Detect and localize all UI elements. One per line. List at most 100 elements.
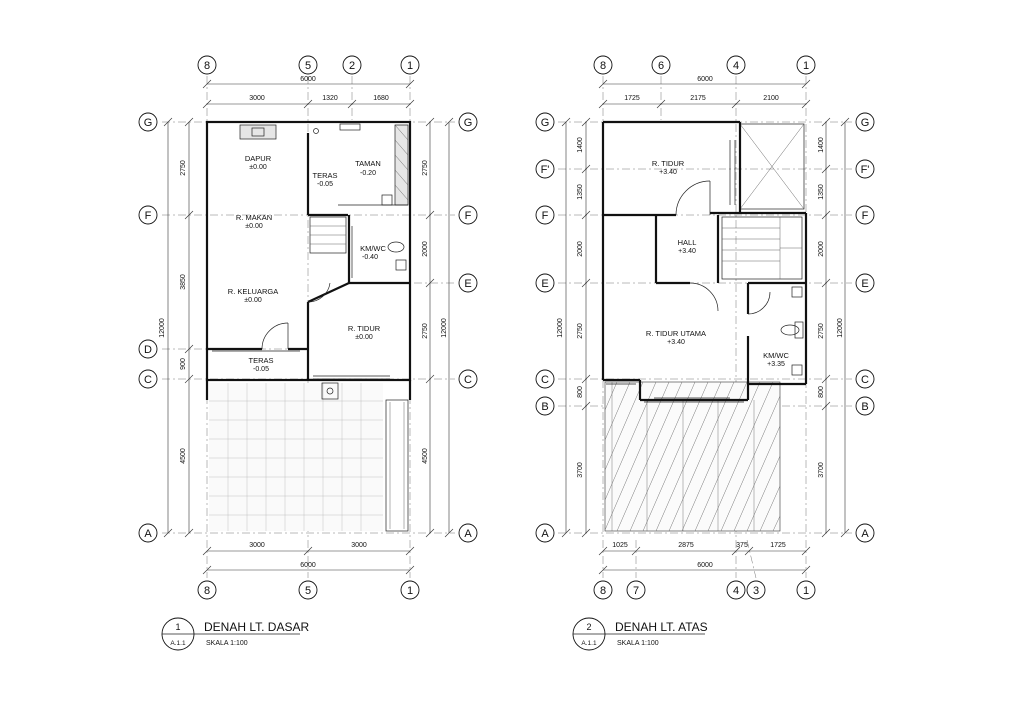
bottom-dim-2: 2875 (678, 542, 694, 549)
grid-axis-right-g: G (861, 117, 870, 129)
grid-axis-left-f-prime: F' (541, 164, 550, 176)
grid-axis-right-a: A (861, 528, 869, 540)
left-dim-2: 3850 (180, 274, 187, 290)
room-name-tidur: R. TIDUR (348, 324, 381, 333)
dimension-lines: 6000 3000 1320 1680 3000 3000 6000 2750 … (159, 76, 454, 575)
room-name-tidur: R. TIDUR (652, 159, 685, 168)
grid-axis-top-8: 8 (204, 60, 210, 72)
room-name-makan: R. MAKAN (236, 213, 272, 222)
room-name-dapur: DAPUR (245, 154, 272, 163)
plan-number: 2 (586, 622, 591, 632)
room-level-teras-front: -0.05 (253, 366, 269, 373)
grid-axis-bottom-3: 3 (753, 585, 759, 597)
right-total-dim: 12000 (441, 318, 448, 338)
grid-axis-top-4: 4 (733, 60, 739, 72)
grid-axis-left-f: F (542, 210, 549, 222)
plan-scale: SKALA 1:100 (617, 640, 659, 647)
grid-axis-right-f: F (862, 210, 869, 222)
grid-axis-top-8: 8 (600, 60, 606, 72)
left-dim-4: 4500 (180, 448, 187, 464)
grid-axis-top-1: 1 (803, 60, 809, 72)
left-total-dim: 12000 (159, 318, 166, 338)
top-dim-1: 3000 (249, 95, 265, 102)
grid-axis-right-c: C (464, 374, 472, 386)
right-total-dim: 12000 (837, 318, 844, 338)
right-dim-3: 2750 (422, 323, 429, 339)
right-dim-3: 2000 (818, 241, 825, 257)
room-level-kmwc: +3.35 (767, 361, 785, 368)
grid-axis-left-e: E (541, 278, 548, 290)
grid-axis-right-c: C (861, 374, 869, 386)
left-dim-6: 3700 (577, 462, 584, 478)
left-dim-5: 800 (577, 386, 584, 398)
left-dim-3: 2000 (577, 241, 584, 257)
left-dim-1: 2750 (180, 160, 187, 176)
roof-hatching (604, 381, 781, 532)
left-dim-2: 1350 (577, 184, 584, 200)
interior-details (212, 123, 409, 380)
grid-axis-right-e: E (464, 278, 471, 290)
plan-ground-floor: 6000 3000 1320 1680 3000 3000 6000 2750 … (138, 55, 478, 651)
grid-axis-right-f: F (465, 210, 472, 222)
dimension-lines: 6000 1725 2175 2100 1025 2875 375 1725 6… (557, 76, 850, 575)
grid-axis-right-e: E (861, 278, 868, 290)
room-level-tidur: +3.40 (659, 169, 677, 176)
left-dim-3: 900 (180, 358, 187, 370)
right-dim-5: 800 (818, 386, 825, 398)
grid-axis-top-2: 2 (349, 60, 355, 72)
room-name-kmwc: KM/WC (360, 244, 386, 253)
left-dim-1: 1400 (577, 137, 584, 153)
bottom-dim-1: 3000 (249, 542, 265, 549)
grid-axis-right-b: B (861, 401, 868, 413)
grid-axis-bottom-1: 1 (407, 585, 413, 597)
grid-axis-left-a: A (541, 528, 549, 540)
bottom-total-dim: 6000 (300, 562, 316, 569)
grid-axis-top-1: 1 (407, 60, 413, 72)
room-name-kmwc: KM/WC (763, 351, 789, 360)
grid-axis-bottom-7: 7 (633, 585, 639, 597)
top-dim-2: 2175 (690, 95, 706, 102)
grid-axis-bottom-5: 5 (305, 585, 311, 597)
bottom-dim-4: 1725 (770, 542, 786, 549)
grid-axis-top-6: 6 (658, 60, 664, 72)
top-total-dim: 6000 (300, 76, 316, 83)
right-dim-4: 2750 (818, 323, 825, 339)
plan-title-block: 1 A.1.1 DENAH LT. DASAR SKALA 1:100 (161, 617, 309, 651)
right-dim-2: 2000 (422, 241, 429, 257)
grid-axis-left-c: C (541, 374, 549, 386)
walls (205, 120, 412, 400)
bottom-dim-3: 375 (736, 542, 748, 549)
grid-axis-top-5: 5 (305, 60, 311, 72)
room-level-tidur: ±0.00 (355, 334, 373, 341)
right-dim-1: 1400 (818, 137, 825, 153)
room-labels: DAPUR ±0.00 TERAS -0.05 TAMAN -0.20 R. M… (228, 154, 387, 373)
right-dim-1: 2750 (422, 160, 429, 176)
interior-details (606, 140, 804, 403)
grid-axis-right-f-prime: F' (861, 164, 870, 176)
grid-axis-bottom-8: 8 (204, 585, 210, 597)
room-level-makan: ±0.00 (245, 223, 263, 230)
top-total-dim: 6000 (697, 76, 713, 83)
walls (601, 120, 808, 402)
bottom-dim-2: 3000 (351, 542, 367, 549)
grid-axis-left-a: A (144, 528, 152, 540)
top-dim-3: 1680 (373, 95, 389, 102)
top-dim-2: 1320 (322, 95, 338, 102)
plan-sheet-ref: A.1.1 (581, 640, 597, 647)
room-level-dapur: ±0.00 (249, 164, 267, 171)
plan-title-block: 2 A.1.1 DENAH LT. ATAS SKALA 1:100 (572, 617, 708, 651)
room-level-keluarga: ±0.00 (244, 297, 262, 304)
right-dim-6: 3700 (818, 462, 825, 478)
plan-sheet-ref: A.1.1 (170, 640, 186, 647)
room-name-tidur-utama: R. TIDUR UTAMA (646, 329, 706, 338)
right-dim-4: 4500 (422, 448, 429, 464)
top-dim-3: 2100 (763, 95, 779, 102)
void-area (739, 123, 805, 210)
grid-axis-left-f: F (145, 210, 152, 222)
bottom-dim-1: 1025 (612, 542, 628, 549)
grid-axis-bottom-4: 4 (733, 585, 739, 597)
room-name-teras-back: TERAS (312, 171, 337, 180)
left-total-dim: 12000 (557, 318, 564, 338)
grid-axis-left-d: D (144, 344, 152, 356)
